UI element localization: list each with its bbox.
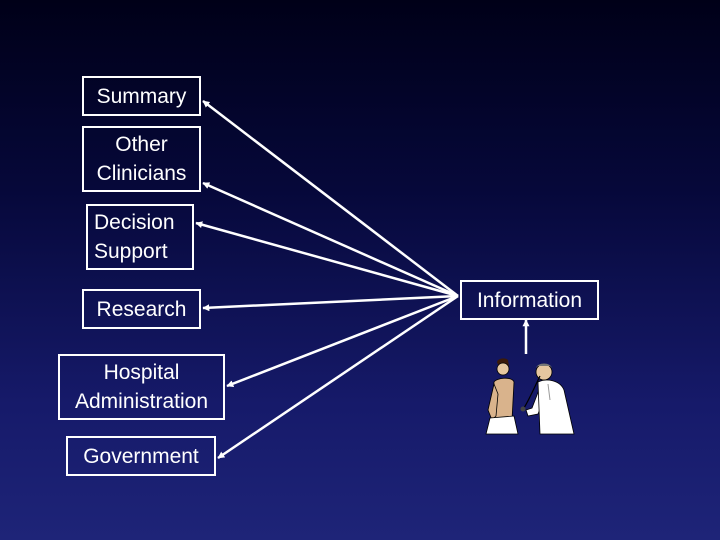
arrow-to-decision-support (195, 221, 459, 298)
node-information: Information (460, 280, 599, 320)
node-summary: Summary (82, 76, 201, 116)
doctor-examining-patient-icon (485, 358, 575, 435)
node-hospital-administration: Hospital Administration (58, 354, 225, 420)
arrow-to-research (202, 294, 459, 312)
patient-figure (485, 358, 519, 435)
arrow-to-summary (202, 100, 459, 297)
arrow-to-hospital-administration (226, 294, 459, 388)
node-research: Research (82, 289, 201, 329)
doctor-figure (520, 363, 575, 435)
node-other-clinicians: Other Clinicians (82, 126, 201, 192)
node-government: Government (66, 436, 216, 476)
arrow-to-other-clinicians (202, 181, 459, 298)
arrow-to-government (217, 294, 459, 460)
node-decision-support: Decision Support (86, 204, 194, 270)
